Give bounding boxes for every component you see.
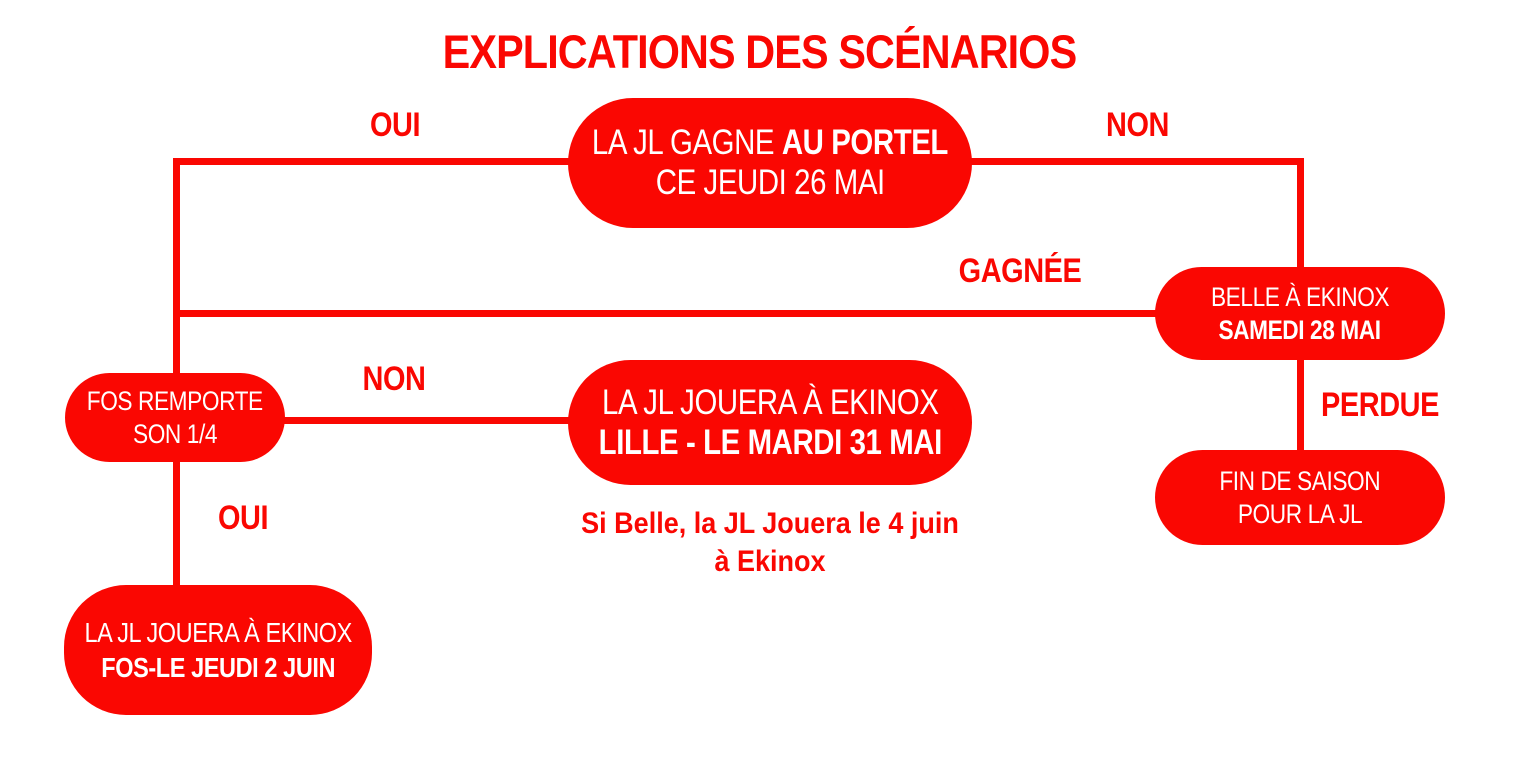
footnote-line: à Ekinox [714, 545, 826, 578]
edge-label-gagnee: GAGNÉE [958, 252, 1082, 290]
edge-label-perdue: PERDUE [1321, 386, 1439, 424]
node-line: SON 1/4 [132, 418, 218, 449]
edge-label-oui-top: OUI [369, 106, 421, 144]
diagram-title: EXPLICATIONS DES SCÉNARIOS [442, 25, 1077, 78]
node-line: LILLE - LE MARDI 31 MAI [598, 422, 942, 462]
node-line: CE JEUDI 26 MAI [655, 163, 885, 202]
node-line: BELLE À EKINOX [1210, 281, 1390, 312]
node-line: FOS-LE JEUDI 2 JUIN [101, 652, 335, 683]
footnote-si-belle: Si Belle, la JL Jouera le 4 juin à Ekino… [500, 505, 1040, 581]
node-fos-remporte-quart: FOS REMPORTE SON 1/4 [65, 373, 285, 462]
node-line: LA JL JOUERA À EKINOX [601, 382, 939, 422]
node-fin-de-saison: FIN DE SAISON POUR LA JL [1155, 450, 1445, 545]
node-jl-gagne-au-portel: LA JL GAGNE AU PORTEL CE JEUDI 26 MAI [568, 98, 972, 228]
node-jl-jouera-ekinox-lille: LA JL JOUERA À EKINOX LILLE - LE MARDI 3… [568, 360, 972, 485]
node-line: LA JL GAGNE AU PORTEL [591, 123, 949, 162]
edge-label-oui-fos: OUI [217, 499, 269, 537]
connector-fos-lille-horizontal [270, 417, 610, 424]
node-line: FOS REMPORTE [86, 385, 264, 416]
node-line: LA JL JOUERA À EKINOX [84, 617, 352, 648]
footnote-line: Si Belle, la JL Jouera le 4 juin [581, 507, 959, 540]
edge-label-non-fos: NON [362, 360, 426, 398]
node-line: FIN DE SAISON [1219, 465, 1381, 496]
node-line: SAMEDI 28 MAI [1218, 314, 1382, 345]
edge-label-non-top: NON [1106, 106, 1169, 144]
node-line: POUR LA JL [1237, 498, 1363, 529]
node-jl-jouera-ekinox-fos: LA JL JOUERA À EKINOX FOS-LE JEUDI 2 JUI… [64, 585, 372, 715]
node-belle-a-ekinox: BELLE À EKINOX SAMEDI 28 MAI [1155, 267, 1445, 360]
connector-gagnee-horizontal [173, 310, 1210, 317]
